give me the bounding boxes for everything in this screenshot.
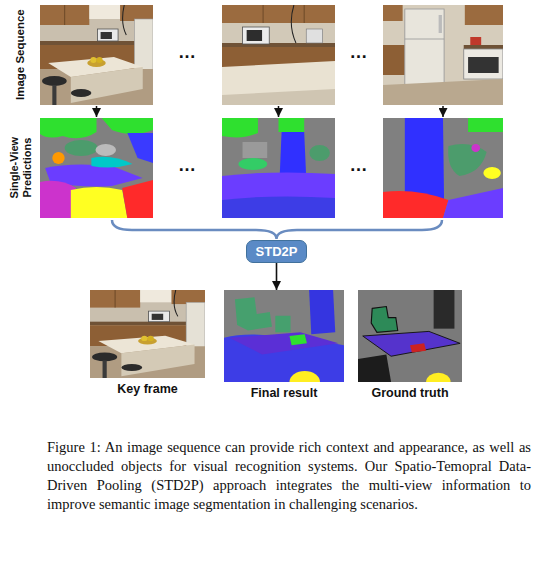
down-arrow	[442, 106, 444, 117]
photo-frame	[222, 5, 335, 105]
caption-holder: Figure 1: An image sequence can provide …	[47, 438, 531, 514]
panel-caption: Ground truth	[358, 290, 462, 400]
label-holder: …	[178, 42, 196, 63]
down-arrow	[278, 106, 280, 117]
panel-caption: Key frame	[90, 290, 205, 396]
label-holder: …	[178, 155, 196, 176]
ellipsis: …	[178, 155, 196, 176]
row-label: Single-View Predictions	[8, 118, 33, 218]
photo-frame	[40, 5, 153, 105]
down-arrow	[96, 106, 98, 117]
image-panel: Ground truth	[358, 290, 462, 400]
ellipsis: …	[350, 155, 368, 176]
segmentation-map	[224, 290, 344, 382]
merge-brace	[112, 220, 442, 239]
segmentation-map	[358, 290, 462, 382]
photo-frame	[90, 290, 205, 378]
segmentation-map	[383, 118, 503, 218]
ellipsis: …	[178, 42, 196, 63]
image-panel: Key frame	[90, 290, 205, 396]
photo-frame	[383, 5, 503, 105]
label-holder: Single-View Predictions	[8, 118, 33, 218]
method-name: STD2P	[256, 244, 298, 259]
figure-caption: Figure 1: An image sequence can provide …	[47, 438, 531, 514]
label-holder: …	[350, 155, 368, 176]
segmentation-map	[222, 118, 335, 218]
segmentation-map	[40, 118, 153, 218]
image-panel: Final result	[224, 290, 344, 400]
label-holder: …	[350, 42, 368, 63]
row-label: Image Sequence	[14, 5, 27, 105]
method-box: STD2P	[246, 240, 308, 263]
ellipsis: …	[350, 42, 368, 63]
panel-caption: Final result	[224, 290, 344, 400]
flow-arrow	[276, 263, 278, 290]
label-holder: Image Sequence	[14, 5, 27, 105]
